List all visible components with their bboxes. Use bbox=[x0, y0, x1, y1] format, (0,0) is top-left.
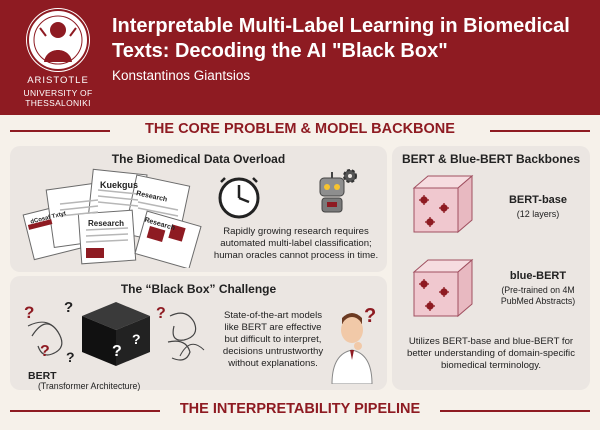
paper-stack-illustration: Kuekgus dCosaf Txtyt Research Research R… bbox=[22, 168, 202, 268]
svg-text:?: ? bbox=[364, 305, 376, 327]
university-seal-icon bbox=[26, 8, 90, 72]
blue-bert-detail-1: (Pre-trained on 4M bbox=[501, 285, 575, 295]
backbones-description: Utilizes BERT-base and blue-BERT for bet… bbox=[407, 336, 575, 371]
logo-line-1: ARISTOTLE bbox=[27, 75, 89, 86]
page-title: Interpretable Multi-Label Learning in Bi… bbox=[112, 15, 570, 62]
svg-text:?: ? bbox=[64, 299, 73, 316]
black-box-description: State-of-the-art models like BERT are ef… bbox=[222, 310, 324, 369]
logo-line-3: THESSALONIKI bbox=[25, 98, 91, 108]
section-heading-pipeline: THE INTERPRETABILITY PIPELINE bbox=[179, 401, 421, 417]
card-title-black-box: The “Black Box” Challenge bbox=[120, 282, 277, 296]
section-rule-right-2 bbox=[440, 410, 590, 412]
card-title-data-overload: The Biomedical Data Overload bbox=[111, 152, 286, 166]
university-logo: ARISTOTLE UNIVERSITY OF THESSALONIKI bbox=[12, 8, 104, 112]
robot-gear-icon bbox=[319, 169, 357, 213]
section-heading-core-problem: THE CORE PROBLEM & MODEL BACKBONE bbox=[145, 121, 455, 137]
svg-text:?: ? bbox=[156, 305, 166, 322]
logo-line-2: UNIVERSITY OF bbox=[23, 88, 93, 98]
svg-text:?: ? bbox=[112, 343, 122, 360]
svg-text:?: ? bbox=[40, 343, 50, 360]
card-backbones: BERT & Blue-BERT Backbones BERT-base (12… bbox=[392, 146, 590, 390]
svg-text:?: ? bbox=[66, 349, 75, 365]
section-rule-left bbox=[10, 130, 110, 132]
header-banner: ARISTOTLE UNIVERSITY OF THESSALONIKI Int… bbox=[0, 0, 600, 115]
bert-base-detail: (12 layers) bbox=[516, 209, 560, 219]
section-rule-left-2 bbox=[10, 410, 160, 412]
thinking-scientist-icon: ? bbox=[331, 305, 376, 384]
section-rule-right bbox=[490, 130, 590, 132]
card-black-box: The “Black Box” Challenge ? ? ? ? ? ? ? … bbox=[10, 276, 387, 391]
blue-bert-detail-2: PubMed Abstracts) bbox=[500, 296, 576, 306]
bert-label: BERT bbox=[28, 370, 57, 382]
clock-icon bbox=[218, 177, 260, 219]
card-title-backbones: BERT & Blue-BERT Backbones bbox=[401, 152, 581, 166]
blue-bert-name: blue-BERT bbox=[509, 270, 567, 282]
bert-base-name: BERT-base bbox=[508, 194, 568, 206]
neural-cube-icon-blue-bert bbox=[412, 258, 474, 318]
svg-text:?: ? bbox=[132, 331, 141, 347]
card-data-overload: The Biomedical Data Overload Kuekgus dCo… bbox=[10, 146, 387, 272]
svg-text:?: ? bbox=[24, 303, 34, 322]
data-overload-description: Rapidly growing research requires automa… bbox=[213, 226, 379, 261]
black-box-cube-icon: ? ? ? ? ? ? ? bbox=[24, 299, 205, 366]
paper-label-kuekgus: Kuekgus bbox=[100, 180, 138, 190]
bert-sub-label: (Transformer Architecture) bbox=[38, 381, 141, 391]
paper-label-research-2: Research bbox=[88, 219, 124, 228]
neural-cube-icon-bert bbox=[412, 174, 474, 234]
author-name: Konstantinos Giantsios bbox=[112, 68, 251, 83]
